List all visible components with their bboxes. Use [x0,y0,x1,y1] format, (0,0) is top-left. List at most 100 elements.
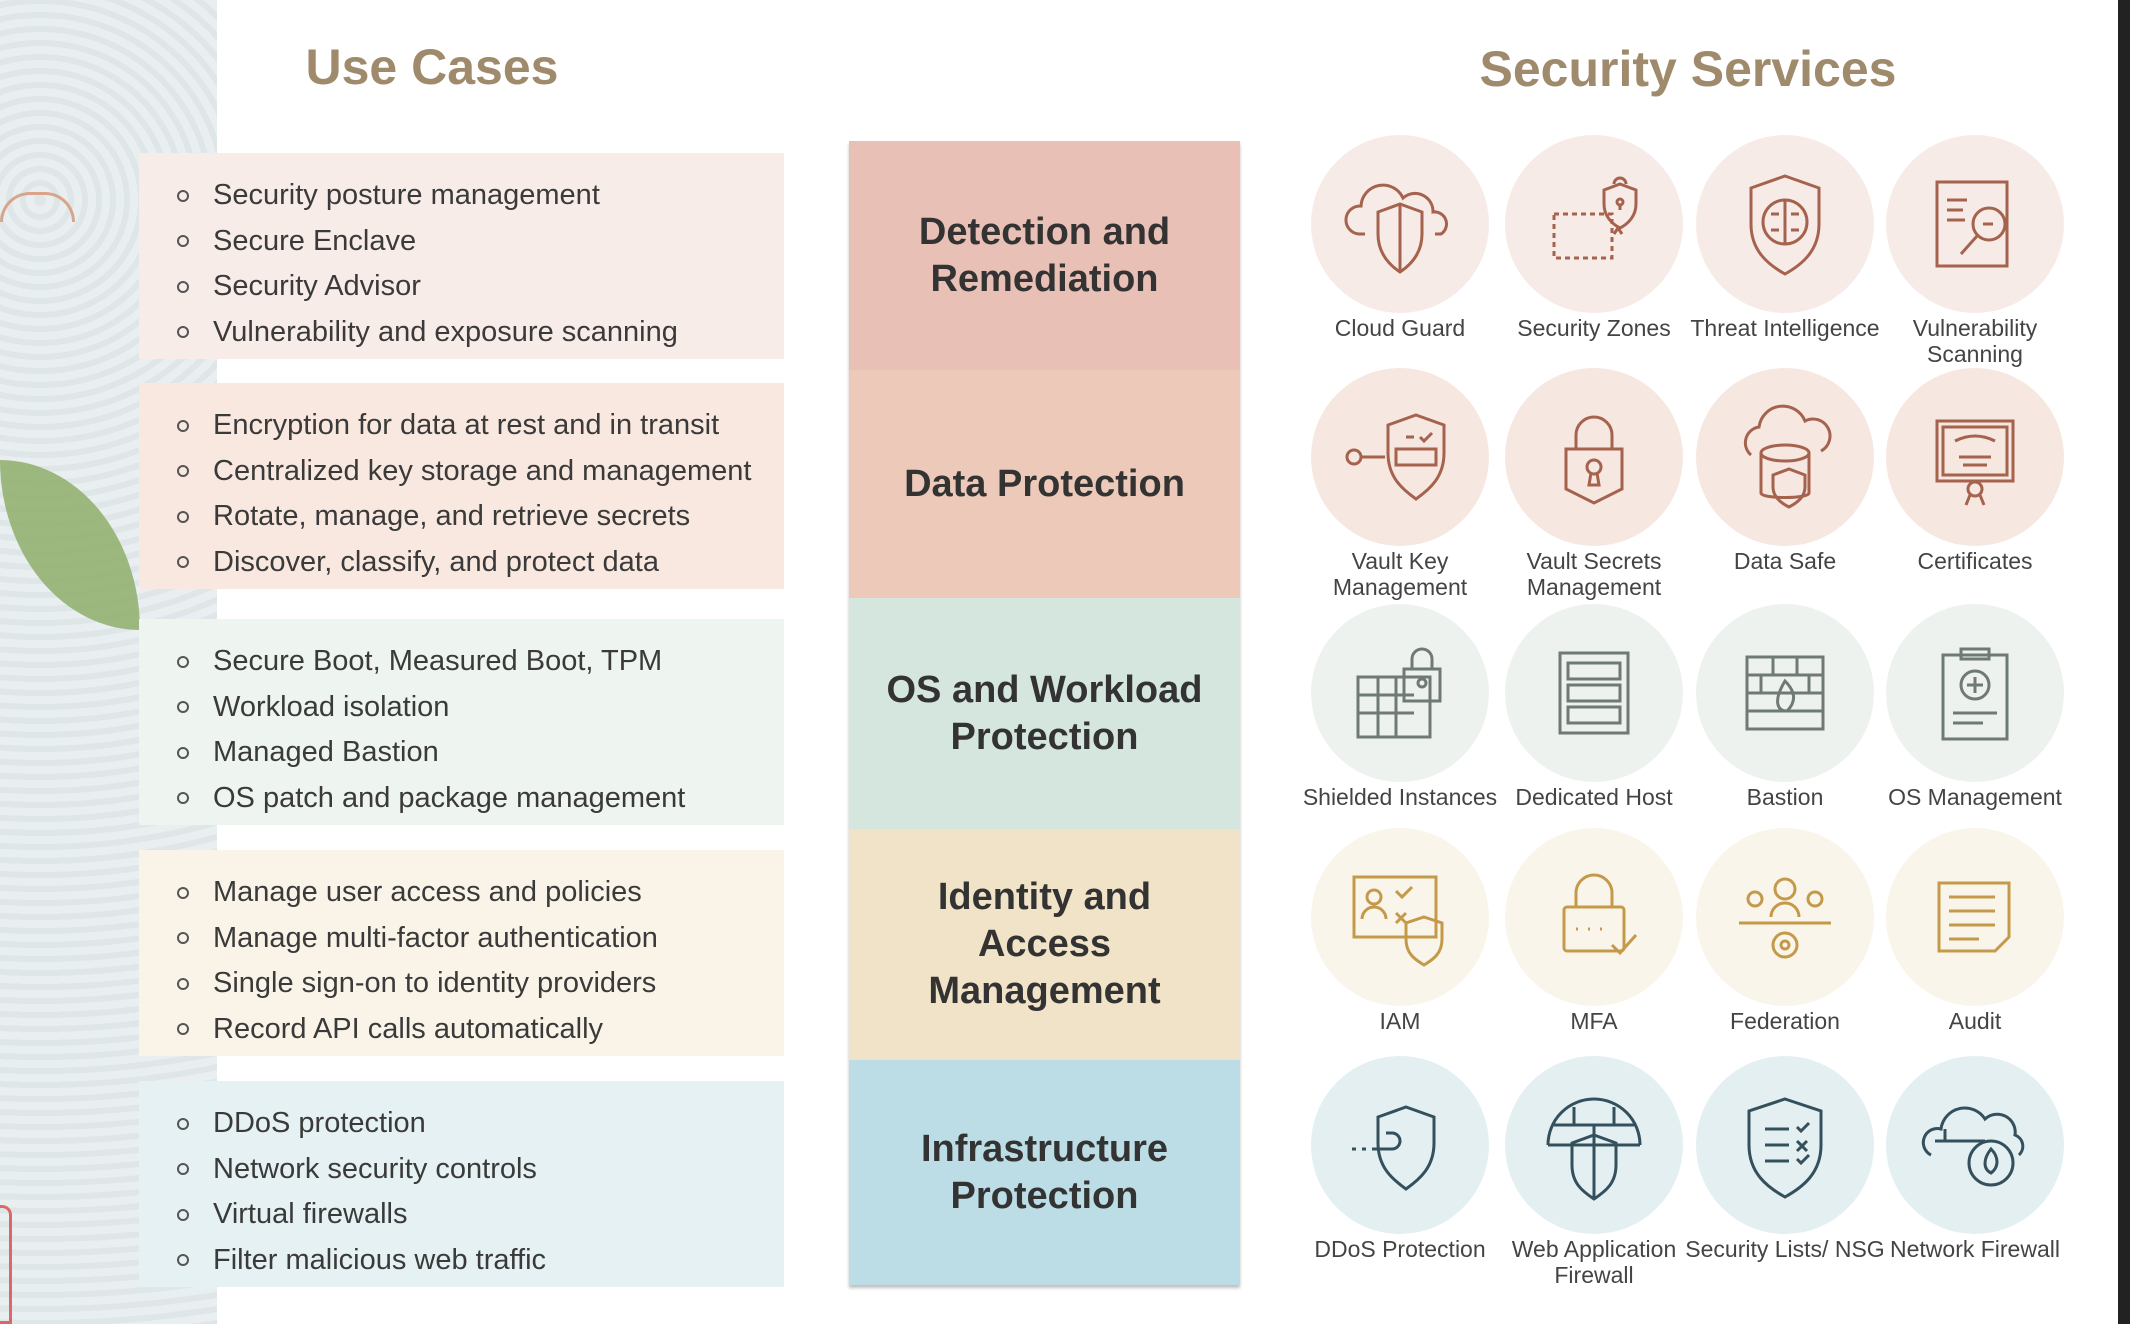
service-tile[interactable]: OS Management [1875,604,2075,810]
use-case-item: Filter malicious web traffic [177,1238,784,1284]
service-circle [1311,828,1489,1006]
service-tile[interactable]: IAM [1300,828,1500,1034]
use-case-item: Rotate, manage, and retrieve secrets [177,494,784,540]
use-case-item: Virtual firewalls [177,1192,784,1238]
use-case-item: Encryption for data at rest and in trans… [177,403,784,449]
service-tile[interactable]: Vault Key Management [1300,368,1500,600]
use-case-text: Rotate, manage, and retrieve secrets [213,500,691,532]
service-tile[interactable]: Security Zones [1494,135,1694,341]
use-case-text: Manage multi-factor authentication [213,921,658,954]
service-label: DDoS Protection [1314,1236,1486,1262]
use-case-item: Record API calls automatically [177,1007,784,1053]
bullet-icon [177,510,189,523]
use-case-item: Discover, classify, and protect data [177,540,784,586]
category-label: Identity and Access Management [928,876,1161,1012]
use-case-text: OS patch and package management [213,781,686,814]
service-tile[interactable]: Vault Secrets Management [1494,368,1694,600]
bullet-icon [177,977,189,990]
use-case-item: Manage multi-factor authentication [177,916,784,962]
use-case-item: Vulnerability and exposure scanning [177,310,784,356]
service-circle [1505,135,1683,313]
use-case-text: Encryption for data at rest and in trans… [213,409,720,441]
service-tile[interactable]: Federation [1685,828,1885,1034]
bullet-icon [177,1208,189,1221]
bullet-icon [177,792,189,805]
service-circle [1696,1056,1874,1234]
category-box: Infrastructure Protection [849,1060,1240,1285]
service-circle [1311,1056,1489,1234]
use-case-text: Secure Enclave [213,224,417,257]
service-tile[interactable]: Network Firewall [1875,1056,2075,1262]
use-case-box: Encryption for data at rest and in trans… [139,383,784,589]
cloud-shield-icon [1344,183,1448,274]
service-tile[interactable]: Cloud Guard [1300,135,1500,341]
decorative-graphic [0,1205,12,1324]
use-case-text: Virtual firewalls [213,1198,408,1230]
service-label: OS Management [1888,784,2062,810]
bullet-icon [177,1163,189,1176]
service-tile[interactable]: Security Lists/ NSG [1685,1056,1885,1262]
use-case-item: Manage user access and policies [177,870,784,916]
service-tile[interactable]: Threat Intelligence [1685,135,1885,341]
use-case-text: Security Advisor [213,270,421,302]
clipboard-plus-icon [1941,647,2009,741]
use-cases-title: Use Cases [305,39,559,95]
bullet-icon [177,932,189,945]
use-case-item: Network security controls [177,1147,784,1193]
service-tile[interactable]: Vulnerability Scanning [1875,135,2075,367]
service-tile[interactable]: MFA [1494,828,1694,1034]
service-label: Data Safe [1733,548,1837,574]
ddos-shield-icon [1352,1105,1436,1191]
service-circle [1886,368,2064,546]
use-case-item: Secure Enclave [177,219,784,265]
service-tile[interactable]: Shielded Instances [1300,604,1500,810]
service-circle [1311,604,1489,782]
use-case-item: Managed Bastion [177,730,784,776]
bullet-icon [177,235,189,248]
use-case-text: Secure Boot, Measured Boot, TPM [213,645,663,677]
service-circle [1886,828,2064,1006]
service-label: Bastion [1746,784,1824,810]
service-tile[interactable]: Audit [1875,828,2075,1034]
brain-shield-icon [1749,174,1821,276]
service-tile[interactable]: DDoS Protection [1300,1056,1500,1262]
use-case-item: Centralized key storage and management [177,449,784,495]
bullet-icon [177,419,189,432]
service-circle [1311,135,1489,313]
database-lock-icon [1743,404,1832,509]
certificate-icon [1935,419,2015,506]
service-tile[interactable]: Data Safe [1685,368,1885,574]
users-gear-icon [1739,877,1831,959]
category-label: Infrastructure Protection [920,1127,1169,1217]
checklist-shield-icon [1747,1097,1823,1199]
service-tile[interactable]: Certificates [1875,368,2075,574]
category-label: Detection and Remediation [918,210,1171,300]
use-case-item: DDoS protection [177,1101,784,1147]
service-tile[interactable]: Dedicated Host [1494,604,1694,810]
category-box: Data Protection [849,370,1240,598]
service-label: Threat Intelligence [1690,315,1880,341]
category-box: Identity and Access Management [849,829,1240,1060]
service-tile[interactable]: Bastion [1685,604,1885,810]
service-label: IAM [1379,1008,1421,1034]
category-box: OS and Workload Protection [849,598,1240,829]
window-edge [2118,0,2130,1324]
zone-lock-icon [1552,176,1638,260]
use-case-text: DDoS protection [213,1107,426,1139]
use-case-text: Security posture management [213,179,600,211]
use-case-text: Centralized key storage and management [213,454,752,487]
firewall-flame-icon [1745,655,1825,731]
use-case-text: Managed Bastion [213,736,439,768]
bullet-icon [177,1117,189,1130]
category-box: Detection and Remediation [849,141,1240,370]
service-label: Network Firewall [1890,1236,2060,1262]
service-tile[interactable]: Web Application Firewall [1494,1056,1694,1288]
document-lines-icon [1937,881,2011,953]
security-services-title: Security Services [1479,41,1897,97]
service-label: Shielded Instances [1302,784,1498,810]
bullet-icon [177,886,189,899]
service-circle [1696,828,1874,1006]
